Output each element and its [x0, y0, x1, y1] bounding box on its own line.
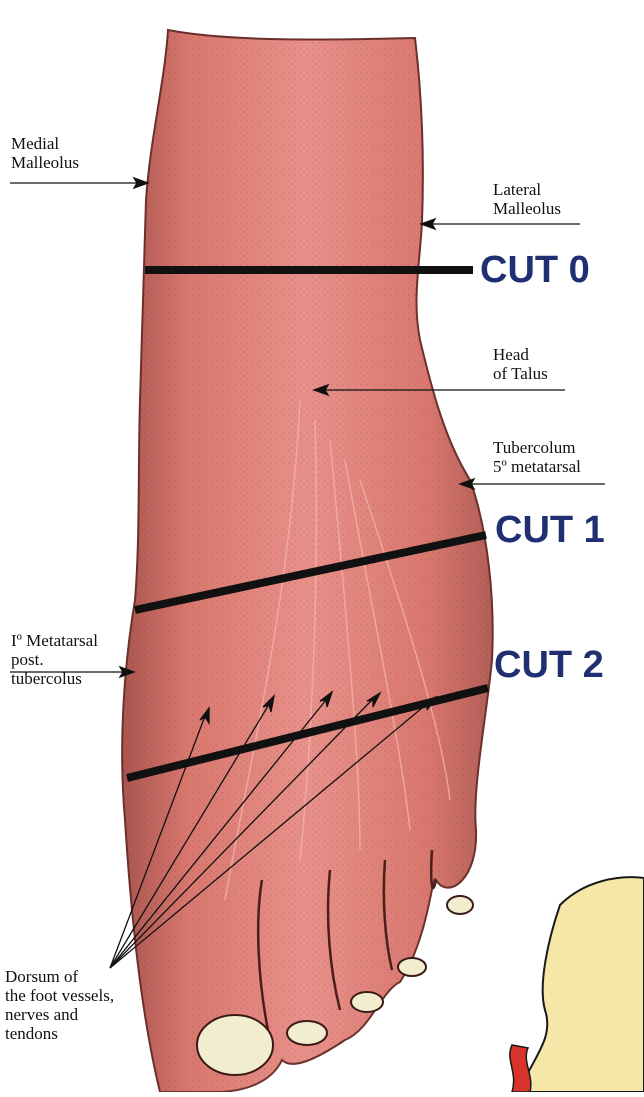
third-toenail: [351, 992, 383, 1012]
head-of-talus-label: Head of Talus: [493, 345, 548, 383]
medial-malleolus-label: Medial Malleolus: [11, 134, 79, 172]
metatarsal-tubercolus-label: Iº Metatarsal post. tubercolus: [11, 631, 98, 688]
lateral-malleolus-label: Lateral Malleolus: [493, 180, 561, 218]
bone-section-shape: [520, 877, 644, 1092]
big-toenail: [197, 1015, 273, 1075]
fifth-toenail: [447, 896, 473, 914]
cut1-label: CUT 1: [495, 510, 605, 550]
cut2-label: CUT 2: [494, 645, 604, 685]
tubercolum-label: Tubercolum 5º metatarsal: [493, 438, 581, 476]
dorsum-label: Dorsum of the foot vessels, nerves and t…: [5, 967, 114, 1043]
second-toenail: [287, 1021, 327, 1045]
fourth-toenail: [398, 958, 426, 976]
cut0-label: CUT 0: [480, 250, 590, 290]
vessel-shape: [510, 1045, 531, 1092]
